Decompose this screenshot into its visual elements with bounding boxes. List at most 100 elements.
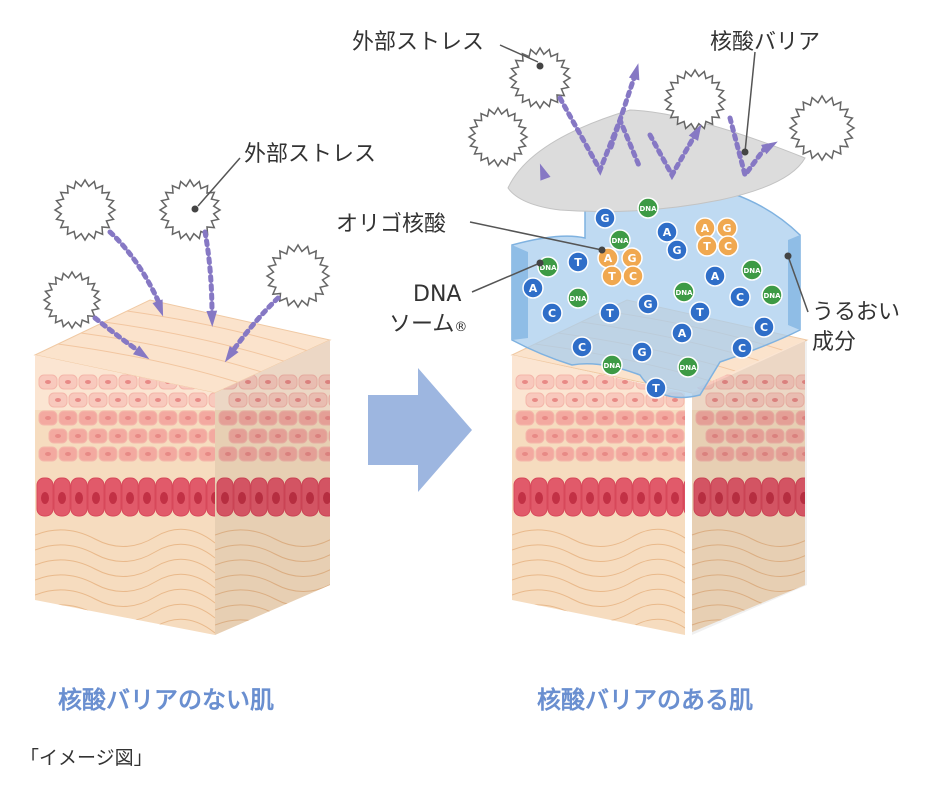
cell-nucleus bbox=[782, 380, 788, 384]
cell-nucleus bbox=[225, 452, 231, 456]
cell-nucleus bbox=[65, 416, 71, 420]
skin-cell bbox=[846, 393, 864, 407]
path-arrowhead bbox=[224, 346, 239, 363]
cell-nucleus bbox=[552, 434, 558, 438]
molecule-c bbox=[571, 336, 593, 358]
basal-nucleus bbox=[126, 492, 134, 504]
basal-cell bbox=[683, 477, 685, 517]
skin-cell bbox=[208, 392, 215, 408]
path-arrowhead bbox=[539, 163, 551, 181]
skin-cell bbox=[675, 410, 685, 426]
molecule-label: G bbox=[637, 346, 646, 359]
cell-nucleus bbox=[862, 452, 868, 456]
cell-nucleus bbox=[652, 434, 658, 438]
cell-nucleus bbox=[582, 416, 588, 420]
cell-nucleus bbox=[265, 380, 271, 384]
cell-nucleus bbox=[325, 380, 330, 384]
molecule-label: A bbox=[701, 222, 710, 235]
basal-nucleus bbox=[221, 492, 229, 504]
cell-nucleus bbox=[55, 398, 61, 402]
basal-nucleus bbox=[834, 492, 842, 504]
basal-nucleus bbox=[75, 492, 83, 504]
cell-nucleus bbox=[872, 434, 878, 438]
basal-nucleus bbox=[143, 492, 151, 504]
molecule-label: DNA bbox=[639, 205, 657, 213]
stress-dot bbox=[191, 205, 199, 213]
stress-particle-icon bbox=[788, 94, 856, 162]
stress-path bbox=[107, 229, 163, 308]
label-stress-left: 外部ストレス bbox=[244, 142, 377, 167]
molecule-label: T bbox=[696, 306, 704, 319]
dermis-fiber bbox=[512, 573, 685, 593]
molecule-label: G bbox=[600, 212, 609, 225]
cell-nucleus bbox=[542, 380, 548, 384]
skin-front-face bbox=[35, 355, 215, 635]
basal-nucleus bbox=[552, 492, 560, 504]
cell-nucleus bbox=[542, 452, 548, 456]
dermis-fiber bbox=[35, 588, 215, 608]
cell-nucleus bbox=[355, 398, 361, 402]
cell-nucleus bbox=[235, 398, 241, 402]
basal-nucleus bbox=[851, 492, 859, 504]
cell-nucleus bbox=[45, 416, 51, 420]
molecule-label: C bbox=[738, 342, 746, 355]
cell-nucleus bbox=[562, 452, 568, 456]
skin-texture-line bbox=[126, 310, 308, 352]
molecule-label: A bbox=[604, 252, 613, 265]
cell-nucleus bbox=[235, 434, 241, 438]
basal-nucleus bbox=[586, 492, 594, 504]
basal-nucleus bbox=[603, 492, 611, 504]
skin-cell bbox=[806, 429, 824, 443]
cell-nucleus bbox=[365, 380, 371, 384]
cell-nucleus bbox=[245, 380, 251, 384]
molecule-dna bbox=[609, 229, 631, 251]
skin-cell bbox=[339, 375, 357, 389]
molecule-label: DNA bbox=[603, 362, 621, 370]
label-barrier: 核酸バリア bbox=[710, 30, 821, 55]
molecule-a bbox=[656, 221, 678, 243]
basal-nucleus bbox=[535, 492, 543, 504]
cell-nucleus bbox=[882, 452, 888, 456]
basal-nucleus bbox=[340, 492, 348, 504]
label-leader-lines bbox=[197, 44, 809, 313]
basal-cell bbox=[864, 478, 880, 516]
basal-nucleus bbox=[109, 492, 117, 504]
cell-nucleus bbox=[842, 452, 848, 456]
path-arrowhead bbox=[761, 141, 778, 155]
cell-nucleus bbox=[652, 398, 658, 402]
dermis-fiber bbox=[35, 558, 215, 578]
cell-nucleus bbox=[255, 434, 261, 438]
cell-nucleus bbox=[742, 416, 748, 420]
basal-cell bbox=[847, 478, 863, 516]
molecule-label: G bbox=[643, 298, 652, 311]
stress-path bbox=[607, 72, 638, 153]
caption-with-barrier: 核酸バリアのある肌 bbox=[537, 686, 753, 714]
path-arrowhead bbox=[133, 345, 150, 360]
basal-nucleus bbox=[715, 492, 723, 504]
stress-particle-icon bbox=[467, 106, 529, 168]
basal-nucleus bbox=[272, 492, 280, 504]
dermis-fiber bbox=[512, 558, 685, 578]
stress-particle-icon bbox=[42, 270, 102, 330]
basal-nucleus bbox=[518, 492, 526, 504]
cell-nucleus bbox=[612, 398, 618, 402]
leader-dot bbox=[741, 148, 749, 156]
dermis-fiber bbox=[35, 573, 215, 593]
molecule-label: T bbox=[703, 240, 711, 253]
cell-nucleus bbox=[892, 434, 898, 438]
cell-nucleus bbox=[145, 416, 151, 420]
cell-nucleus bbox=[305, 380, 311, 384]
cell-nucleus bbox=[532, 434, 538, 438]
molecule-label: DNA bbox=[763, 292, 781, 300]
cell-nucleus bbox=[275, 434, 281, 438]
cell-nucleus bbox=[155, 398, 161, 402]
cell-nucleus bbox=[732, 434, 738, 438]
cell-nucleus bbox=[155, 434, 161, 438]
cell-nucleus bbox=[185, 452, 191, 456]
molecule-label: DNA bbox=[611, 237, 629, 245]
basal-nucleus bbox=[391, 492, 399, 504]
cell-nucleus bbox=[205, 416, 211, 420]
molecule-g bbox=[631, 341, 653, 363]
stress-dot bbox=[536, 62, 544, 70]
